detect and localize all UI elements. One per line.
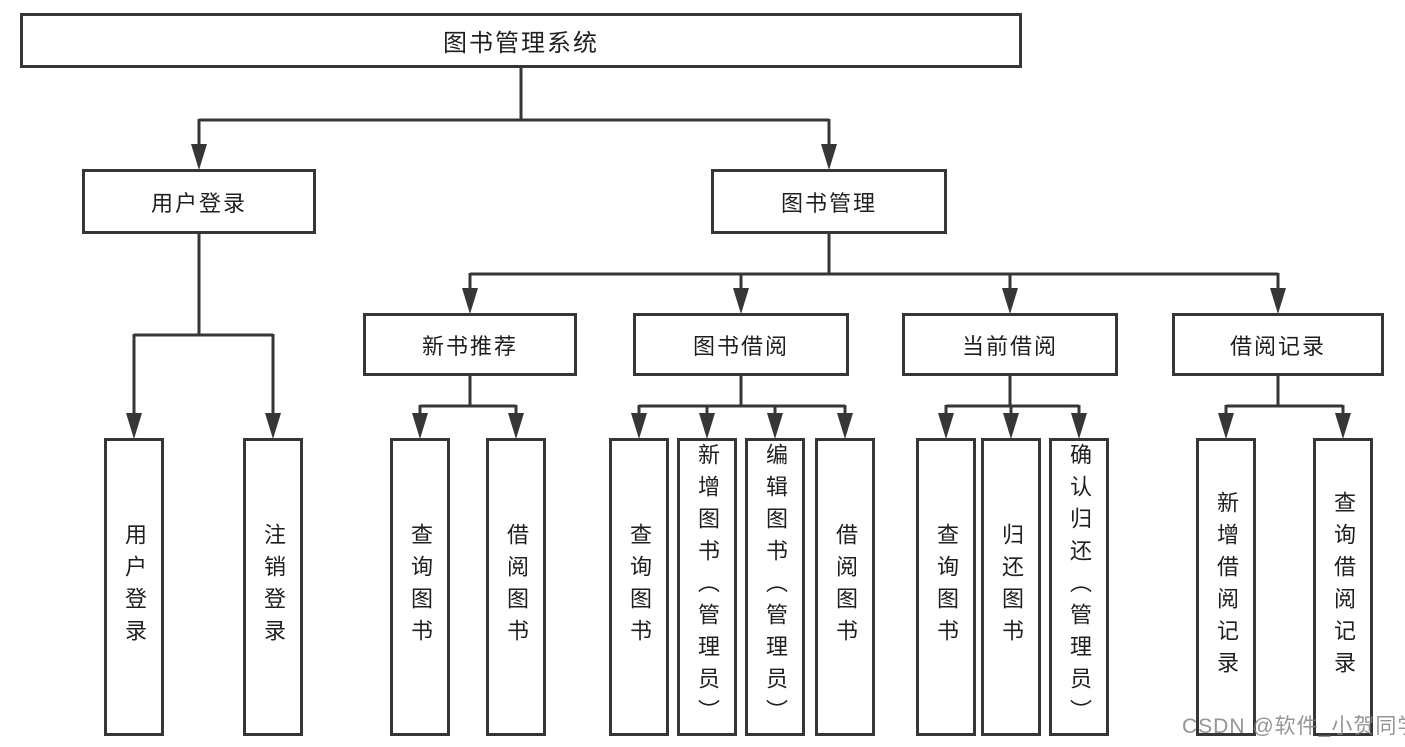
node-current-borrowing: 当前借阅	[902, 313, 1118, 376]
node-user-login: 用户登录	[82, 169, 316, 234]
arrowhead	[631, 413, 647, 439]
arrowhead	[126, 413, 142, 439]
leaf-edit-books-admin: 编辑图书（管理员）	[745, 438, 805, 736]
node-new-book-recommend: 新书推荐	[363, 313, 577, 376]
node-borrowing-records: 借阅记录	[1172, 313, 1384, 376]
connector-paths	[132, 68, 1345, 415]
arrowhead	[1002, 288, 1018, 314]
node-user-login-label: 用户登录	[150, 190, 247, 216]
arrowhead	[837, 413, 853, 439]
arrowhead	[191, 144, 207, 170]
leaf-query-books-borrowing: 查询图书	[609, 438, 669, 736]
leaf-query-books-current: 查询图书	[916, 438, 976, 736]
node-book-management-system-label: 图书管理系统	[443, 30, 599, 57]
leaf-borrow-books-recommend-label: 借阅图书	[504, 523, 529, 651]
arrowhead	[699, 413, 715, 439]
leaf-add-borrow-record-label: 新增借阅记录	[1214, 491, 1239, 683]
node-borrowing-records-label: 借阅记录	[1229, 333, 1326, 359]
arrowhead	[1270, 288, 1286, 314]
arrowhead-group	[126, 144, 1351, 439]
leaf-query-books-recommend-label: 查询图书	[408, 523, 433, 651]
leaf-add-books-admin: 新增图书（管理员）	[677, 438, 737, 736]
node-book-management-label: 图书管理	[780, 190, 877, 216]
arrowhead	[508, 413, 524, 439]
arrowhead	[1335, 413, 1351, 439]
leaf-query-books-recommend: 查询图书	[390, 438, 450, 736]
leaf-query-borrow-record-label: 查询借阅记录	[1331, 491, 1356, 683]
leaf-borrow-books-borrowing: 借阅图书	[815, 438, 875, 736]
arrowhead	[412, 413, 428, 439]
leaf-borrow-books-borrowing-label: 借阅图书	[833, 523, 858, 651]
leaf-query-borrow-record: 查询借阅记录	[1313, 438, 1373, 736]
arrowhead	[1218, 413, 1234, 439]
leaf-user-login: 用户登录	[104, 438, 164, 736]
leaf-edit-books-admin-label: 编辑图书（管理员）	[763, 443, 788, 731]
leaf-return-books: 归还图书	[981, 438, 1041, 736]
leaf-borrow-books-recommend: 借阅图书	[486, 438, 546, 736]
leaf-query-books-borrowing-label: 查询图书	[627, 523, 652, 651]
arrowhead	[462, 288, 478, 314]
leaf-logout-label: 注销登录	[261, 523, 286, 651]
node-book-borrowing: 图书借阅	[633, 313, 849, 376]
arrowhead	[767, 413, 783, 439]
arrowhead	[1071, 413, 1087, 439]
arrowhead	[265, 413, 281, 439]
leaf-return-books-label: 归还图书	[999, 523, 1024, 651]
node-book-management: 图书管理	[711, 169, 947, 234]
leaf-add-books-admin-label: 新增图书（管理员）	[695, 443, 720, 731]
leaf-logout: 注销登录	[243, 438, 303, 736]
node-book-borrowing-label: 图书借阅	[692, 333, 789, 359]
node-current-borrowing-label: 当前借阅	[961, 333, 1058, 359]
arrowhead	[733, 288, 749, 314]
arrowhead	[938, 413, 954, 439]
csdn-watermark: CSDN @软件_小贺同学	[1182, 715, 1405, 738]
node-book-management-system: 图书管理系统	[20, 13, 1022, 68]
leaf-query-books-current-label: 查询图书	[934, 523, 959, 651]
arrowhead	[821, 144, 837, 170]
leaf-confirm-return-admin-label: 确认归还（管理员）	[1067, 443, 1092, 731]
leaf-confirm-return-admin: 确认归还（管理员）	[1049, 438, 1109, 736]
leaf-user-login-label: 用户登录	[122, 523, 147, 651]
leaf-add-borrow-record: 新增借阅记录	[1196, 438, 1256, 736]
node-new-book-recommend-label: 新书推荐	[421, 333, 518, 359]
arrowhead	[1003, 413, 1019, 439]
